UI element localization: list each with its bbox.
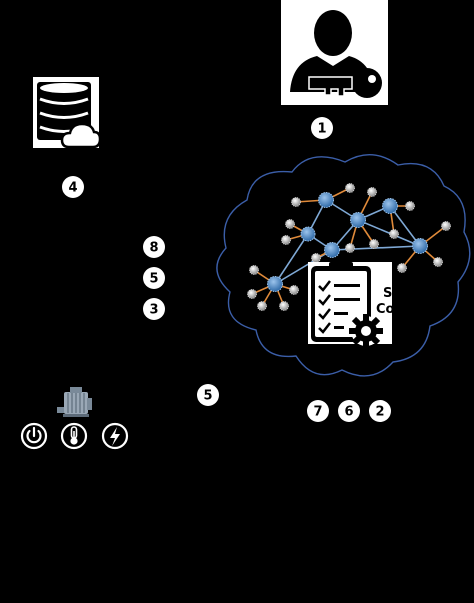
step-badge-7-label: 7 <box>313 405 322 420</box>
step-badge-2: 2 <box>369 400 391 422</box>
contract-label-line2: Co <box>376 302 395 317</box>
step-badge-6-label: 6 <box>344 405 353 420</box>
step-badge-3: 3 <box>143 298 165 320</box>
step-badge-1-label: 1 <box>317 122 326 137</box>
power-icon <box>20 422 48 450</box>
step-badge-3-label: 3 <box>149 303 158 318</box>
step-badge-5b: 5 <box>197 384 219 406</box>
step-badge-8: 8 <box>143 236 165 258</box>
network-hub-nodes <box>267 192 428 292</box>
user-panel <box>281 0 388 105</box>
step-badge-2-label: 2 <box>375 405 384 420</box>
step-badge-4: 4 <box>62 176 84 198</box>
step-badge-6: 6 <box>338 400 360 422</box>
user-key-icon <box>290 10 382 98</box>
motor-icon <box>57 387 92 417</box>
step-badge-8-label: 8 <box>149 241 158 256</box>
step-badge-5a: 5 <box>143 267 165 289</box>
step-badge-5b-label: 5 <box>203 389 212 404</box>
step-badge-1: 1 <box>311 117 333 139</box>
thermometer-icon <box>60 422 88 450</box>
step-badge-5a-label: 5 <box>149 272 158 287</box>
lightning-icon <box>101 422 129 450</box>
database-panel <box>33 77 102 149</box>
database-cloud-icon <box>37 82 102 149</box>
contract-panel: S Co <box>308 262 395 348</box>
network-leaf-nodes <box>247 183 451 311</box>
step-badge-7: 7 <box>307 400 329 422</box>
step-badge-4-label: 4 <box>68 181 77 196</box>
checklist-gear-icon <box>311 262 383 348</box>
contract-label-line1: S <box>383 286 392 301</box>
